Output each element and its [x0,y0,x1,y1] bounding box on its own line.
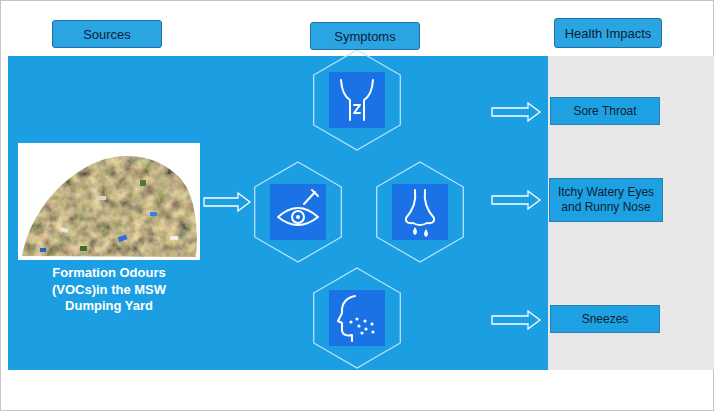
paper-bit [60,227,69,233]
hexagon [377,162,464,262]
impact-box: Sore Throat [550,97,660,125]
arrow-group [204,103,540,329]
impact-text: Sore Throat [573,104,636,119]
neck-line [364,80,373,120]
throat-mark [354,105,360,113]
icon-square [329,72,385,128]
dot [371,330,374,333]
paper-bit [96,196,106,200]
eye-iris [292,211,304,223]
dot [370,322,373,325]
dot [355,317,358,320]
grey-panel [548,56,714,370]
eye-icon [270,184,326,240]
impact-box: Itchy Watery Eyes and Runny Nose [549,178,663,222]
sneeze-dots [349,317,374,334]
blue-panel [8,56,548,370]
impact-text: Sneezes [582,312,629,327]
impact-text: Itchy Watery Eyes and Runny Nose [556,185,656,215]
hexagon [255,162,342,262]
header-text: Sources [83,27,131,42]
dropper [304,192,315,204]
hexagon [314,268,401,368]
column-header: Symptoms [310,22,420,50]
source-caption: Formation Odours (VOCs)in the MSW Dumpin… [29,265,189,315]
dot [357,324,360,327]
source-box: Formation Odours (VOCs)in the MSW Dumpin… [18,143,200,315]
hollow-arrow [492,103,540,121]
icon-square [270,184,326,240]
dot [364,327,367,330]
hollow-arrow [492,191,540,209]
icon-square [329,290,385,346]
paper-bit [170,236,178,240]
leaf-bit [80,246,87,251]
garbage-pile [18,143,200,260]
eye-outline [278,208,318,225]
eye-pupil [296,215,300,219]
neck-line [341,80,350,120]
dot [349,320,352,323]
dot [360,331,363,334]
dot [363,319,366,322]
drop [424,229,428,237]
face-profile [338,296,355,341]
nose-icon [392,184,448,240]
column-header: Health Impacts [554,18,662,48]
throat-icon [329,72,385,128]
dropper-cap [312,190,318,196]
icon-square [392,184,448,240]
leaf-bit [140,180,146,186]
header-text: Symptoms [334,29,395,44]
plastic-bit [150,212,157,216]
garbage-texture [18,143,200,260]
hexagon-group [255,50,464,368]
plastic-bit [40,248,46,252]
sneeze-icon [329,290,385,346]
hollow-arrow [492,311,540,329]
nose-outline [406,190,434,225]
drop [413,227,417,235]
hexagon [314,50,401,150]
plastic-bit [118,234,128,242]
impact-box: Sneezes [550,305,660,333]
column-header: Sources [52,20,162,48]
header-text: Health Impacts [565,26,652,41]
photo-ground [18,143,200,260]
hollow-arrow [204,193,250,211]
